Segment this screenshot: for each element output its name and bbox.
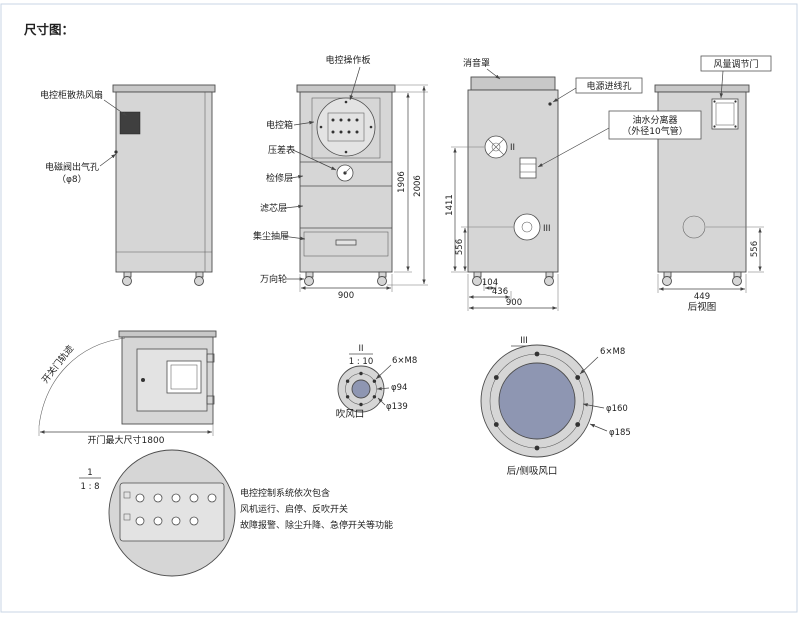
- label-solenoid-outlet: 电磁阀出气孔: [45, 161, 99, 173]
- dim-rear-449: 449: [694, 292, 710, 302]
- oil-water-separator: [519, 157, 537, 179]
- mark-blow-port: II: [510, 143, 515, 153]
- caster-wheel: [472, 271, 554, 286]
- suction-opening: [498, 362, 576, 440]
- rear-suction-opening: [682, 215, 706, 239]
- label-oil-water-separator-note: （外径10气管）: [622, 125, 687, 137]
- dim-rear-556: 556: [750, 241, 760, 257]
- detail-mark: 1: [87, 468, 92, 478]
- label-dust-drawer: 集尘抽屉: [253, 230, 289, 242]
- dim-side-900: 900: [506, 298, 522, 308]
- muffler-cover: [470, 76, 556, 91]
- door-handle: [141, 378, 145, 382]
- door-hinge: [206, 353, 215, 363]
- suction-inlet-detail: III 1 : 4 6×M8 φ160 φ185 后/侧吸风口: [480, 336, 631, 477]
- label-oil-water-separator: 油水分离器: [632, 114, 677, 126]
- dim-side-1411: 1411: [445, 194, 455, 216]
- label-muffler: 消音罩: [463, 57, 490, 69]
- power-inlet-hole: [548, 102, 552, 106]
- dim-side-104: 104: [482, 278, 498, 288]
- panel-desc-line2: 风机运行、启停、反吹开关: [240, 503, 348, 515]
- label-air-damper: 风量调节门: [713, 58, 758, 70]
- cooling-fan-vent: [119, 111, 141, 135]
- rear-view: 风量调节门 449 556 后视图: [654, 55, 772, 313]
- caster-wheel: [122, 271, 204, 286]
- dim-blow-139: φ139: [386, 402, 408, 412]
- side-view-boxed-labels: 电源进线孔 油水分离器 （外径10气管）: [537, 77, 702, 168]
- page-border: [0, 3, 798, 613]
- page-title: 尺寸图：: [24, 22, 74, 37]
- door-hinge: [206, 395, 215, 405]
- dim-front-1906: 1906: [397, 171, 407, 193]
- mark-suction-port: III: [543, 224, 551, 234]
- detail-scale: 1 : 8: [80, 482, 99, 492]
- dim-suction-160: φ160: [606, 404, 628, 414]
- caster-wheel: [662, 271, 742, 286]
- control-panel-detail: 1 1 : 8 电控控制系统依次包含 风机运行、启停、反吹开关 故障报警、除尘升…: [79, 449, 393, 577]
- suction-port: [513, 213, 541, 241]
- air-damper-door: [711, 98, 739, 130]
- front-view: 电控操作板 电控箱 压差表 检修层 滤芯层 集尘抽屉 万向轮 1906 2006…: [253, 54, 428, 301]
- label-power-inlet: 电源进线孔: [586, 80, 631, 92]
- label-pressure-gauge: 压差表: [268, 144, 295, 156]
- detail-scale: 1 : 10: [349, 357, 374, 367]
- solenoid-outlet-hole: [114, 150, 118, 154]
- label-control-panel: 电控操作板: [325, 54, 370, 66]
- dust-drawer: [303, 231, 389, 257]
- label-cooling-fan: 电控柜散热风扇: [40, 89, 103, 101]
- label-filter-layer: 滤芯层: [260, 202, 287, 214]
- label-blow-bolts: 6×M8: [392, 356, 417, 366]
- label-service-layer: 检修层: [266, 172, 293, 184]
- door-window: [166, 360, 202, 394]
- dim-suction-185: φ185: [609, 428, 631, 438]
- panel-desc-line3: 故障报警、除尘升降、急停开关等功能: [240, 519, 393, 531]
- door-swing-view: 开关门轨迹 开门最大尺寸1800: [38, 330, 217, 446]
- control-panel-circle: [316, 97, 376, 157]
- panel-desc-line1: 电控控制系统依次包含: [240, 487, 330, 499]
- caster-wheel: [304, 271, 387, 286]
- detail-mark: III: [520, 336, 528, 346]
- blow-caption: 吹风口: [336, 408, 365, 420]
- door-swing-arc: [38, 337, 126, 427]
- detail-mark: II: [358, 344, 363, 354]
- dim-side-556: 556: [455, 239, 465, 255]
- label-solenoid-outlet-dia: （φ8）: [57, 174, 87, 185]
- blow-outlet-detail: II 1 : 10 6×M8 φ94 φ139 吹风口: [336, 344, 418, 420]
- dim-side-436: 436: [492, 287, 508, 297]
- label-door-track: 开关门轨迹: [39, 343, 76, 386]
- blow-opening: [351, 379, 371, 399]
- left-side-view: 电控柜散热风扇 电磁阀出气孔 （φ8）: [40, 84, 216, 286]
- dim-door-max-1800: 开门最大尺寸1800: [88, 434, 165, 446]
- rear-view-caption: 后视图: [688, 301, 717, 313]
- label-control-box: 电控箱: [266, 119, 293, 131]
- label-suction-bolts: 6×M8: [600, 347, 625, 357]
- dim-front-2006: 2006: [413, 175, 423, 197]
- suction-caption: 后/侧吸风口: [507, 465, 558, 477]
- control-panel-face: [119, 482, 225, 542]
- dim-front-900: 900: [338, 291, 354, 301]
- side-view: II III 消音罩 1411 556 104: [445, 57, 559, 311]
- label-caster: 万向轮: [260, 273, 287, 285]
- dim-blow-94: φ94: [391, 383, 407, 393]
